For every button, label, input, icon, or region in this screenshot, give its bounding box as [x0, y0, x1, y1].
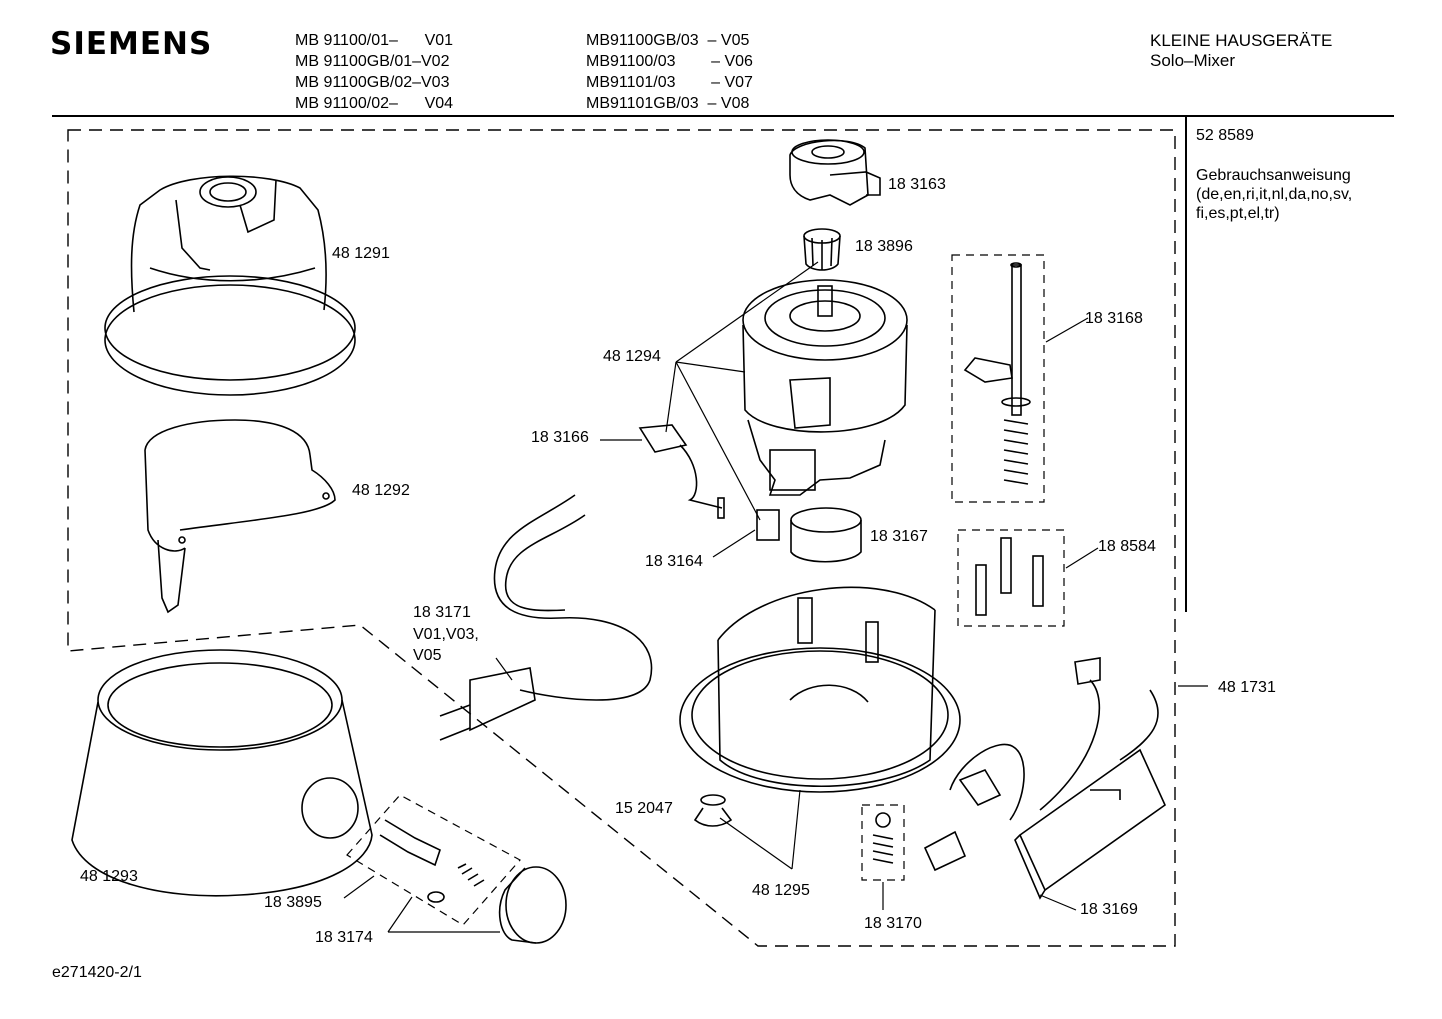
- part-label-188584: 18 8584: [1098, 538, 1156, 555]
- part-label-481293: 48 1293: [80, 868, 138, 885]
- model-entry: MB 91100/01– V01: [295, 32, 454, 49]
- model-entry: MB 91100/02– V04: [295, 95, 454, 112]
- model-list-left: MB 91100/01– V01 MB 91100GB/01–V02 MB 91…: [295, 30, 453, 114]
- power-cord-part: [439, 494, 653, 741]
- part-label-183170: 18 3170: [864, 915, 922, 932]
- model-entry: MB91101GB/03 – V08: [586, 95, 750, 112]
- part-label-183174: 18 3174: [315, 929, 373, 946]
- knob-part: [498, 866, 567, 944]
- part-label-183166: 18 3166: [531, 429, 589, 446]
- part-label-183167: 18 3167: [870, 528, 928, 545]
- brand-logo: SIEMENS: [50, 26, 213, 62]
- part-label-183163: 18 3163: [888, 176, 946, 193]
- drive-gear-part: [803, 228, 841, 271]
- leader-lines: [343, 261, 1208, 933]
- base-housing-part: [71, 649, 373, 897]
- part-label-152047: 15 2047: [615, 800, 673, 817]
- manual-title: Gebrauchsanweisung: [1196, 167, 1351, 184]
- part-label-481291: 48 1291: [332, 245, 390, 262]
- model-entry: MB91100GB/03 – V05: [586, 32, 750, 49]
- jug-cover-part: [104, 175, 356, 396]
- ring-part: [144, 419, 336, 614]
- spring-part: [861, 804, 905, 881]
- category-block: KLEINE HAUSGERÄTE Solo–Mixer: [1150, 31, 1332, 71]
- model-entry: MB 91100GB/01–V02: [295, 53, 450, 70]
- part-label-183168: 18 3168: [1085, 310, 1143, 327]
- model-entry: MB91100/03 – V06: [586, 53, 753, 70]
- manual-languages: fi,es,pt,el,tr): [1196, 205, 1280, 222]
- knife-spindle-part: [951, 254, 1045, 503]
- part-label-183169: 18 3169: [1080, 901, 1138, 918]
- part-label-481292: 48 1292: [352, 482, 410, 499]
- part-label-481295: 48 1295: [752, 882, 810, 899]
- screws-part: [957, 529, 1065, 627]
- category-title: KLEINE HAUSGERÄTE: [1150, 31, 1333, 50]
- model-entry: MB91101/03 – V07: [586, 74, 753, 91]
- doc-number: 52 8589: [1196, 127, 1254, 144]
- manual-languages: (de,en,ri,it,nl,da,no,sv,: [1196, 186, 1353, 203]
- circuit-board-part: [923, 657, 1167, 900]
- base-part: [679, 586, 961, 793]
- part-label-183896: 18 3896: [855, 238, 913, 255]
- switch-part: [638, 424, 725, 519]
- foot-part: [693, 794, 733, 827]
- model-entry: MB 91100GB/02–V03: [295, 74, 450, 91]
- coupling-cap-part: [789, 139, 881, 206]
- part-label-183171-variants: V05: [413, 647, 442, 664]
- side-panel: 52 8589 Gebrauchsanweisung (de,en,ri,it,…: [1196, 126, 1352, 223]
- part-label-481294: 48 1294: [603, 348, 661, 365]
- part-label-183164: 18 3164: [645, 553, 703, 570]
- assembly-outline: [67, 129, 1176, 947]
- brush-block-part: [756, 509, 780, 541]
- drawing-id: e271420-2/1: [52, 964, 142, 981]
- part-label-183171-variants: V01,V03,: [413, 626, 479, 643]
- motor-part: [742, 279, 908, 496]
- bushing-part: [790, 507, 862, 563]
- model-list-right: MB91100GB/03 – V05 MB91100/03 – V06 MB91…: [586, 30, 753, 114]
- part-label-183895: 18 3895: [264, 894, 322, 911]
- rotary-switch-part: [346, 794, 521, 926]
- product-name: Solo–Mixer: [1150, 51, 1236, 70]
- part-label-183171: 18 3171: [413, 604, 471, 621]
- part-label-481731: 48 1731: [1218, 679, 1276, 696]
